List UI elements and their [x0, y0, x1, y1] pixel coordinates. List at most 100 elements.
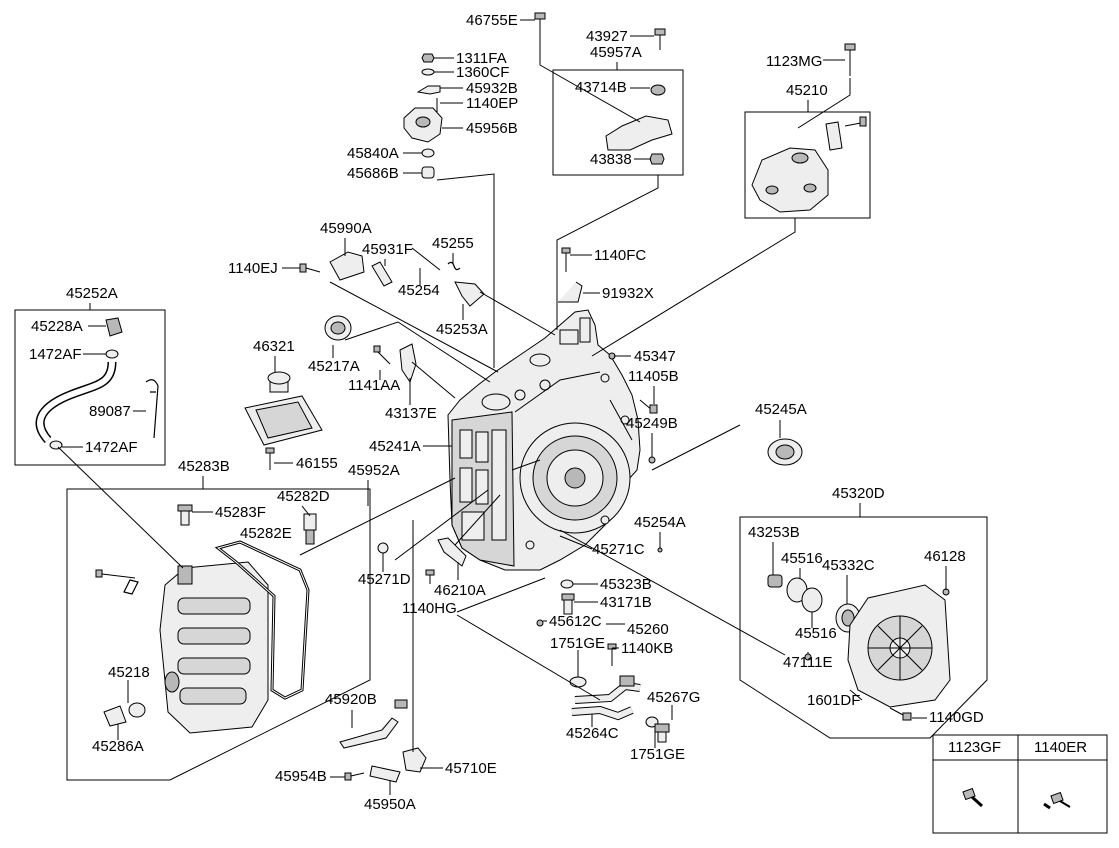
clip — [123, 579, 139, 595]
baffle-plate — [399, 343, 417, 384]
bolt-icon — [95, 569, 136, 579]
group-box-45320D — [739, 516, 988, 739]
bolt-icon — [844, 43, 856, 76]
oil-pan — [159, 561, 269, 734]
shift-bracket — [329, 251, 365, 281]
oil-filter — [244, 371, 323, 446]
wire-bracket — [339, 717, 399, 749]
part-label: 43838 — [590, 151, 632, 168]
part-label: 45516 — [795, 625, 837, 642]
part-label: 45332C — [822, 557, 875, 574]
part-label: 45271C — [592, 541, 645, 558]
bolt-icon — [344, 772, 365, 781]
part-label: 45254A — [634, 514, 686, 531]
o-ring — [421, 148, 435, 158]
part-label: 45516 — [781, 550, 823, 567]
washer — [560, 579, 574, 589]
transmission-case — [447, 309, 641, 571]
o-ring — [128, 702, 146, 718]
part-label: 45283B — [178, 458, 230, 475]
bolt-icon — [607, 643, 617, 666]
part-label: 1140FC — [594, 247, 646, 264]
part-label: 45253A — [436, 321, 488, 338]
part-label: 1601DF — [807, 692, 860, 709]
part-label: 46755E — [466, 12, 518, 29]
part-label: 45286A — [92, 738, 144, 755]
part-label: 45249B — [626, 415, 678, 432]
part-label: 46128 — [924, 548, 966, 565]
table-header: 1140ER — [1034, 739, 1087, 756]
part-label: 45954B — [275, 768, 327, 785]
plug — [303, 513, 317, 545]
bushing — [650, 84, 666, 96]
hose-clamp — [105, 349, 119, 359]
part-label: 45218 — [108, 664, 150, 681]
transmission-mount-bracket — [751, 116, 867, 213]
plug — [654, 723, 670, 743]
breather-hose — [35, 361, 117, 444]
part-label: 43714B — [575, 79, 627, 96]
part-label: 45252A — [66, 285, 118, 302]
part-label: 45840A — [347, 145, 399, 162]
gasket-washer — [569, 676, 587, 688]
part-label: 43171B — [600, 594, 652, 611]
lever-bracket — [416, 85, 441, 95]
part-label: 45710E — [445, 760, 497, 777]
bolt-icon — [1043, 791, 1071, 810]
part-label: 1311FA — [456, 50, 507, 67]
part-label: 45347 — [634, 348, 676, 365]
part-label: 46321 — [253, 338, 295, 355]
table-header: 1123GF — [948, 739, 1001, 756]
bolt-icon — [534, 12, 546, 34]
part-label: 45245A — [755, 401, 807, 418]
part-label: 45990A — [320, 220, 372, 237]
connector — [394, 699, 408, 709]
part-label: 43253B — [748, 524, 800, 541]
part-label: 45210 — [786, 82, 828, 99]
part-label: 45920B — [325, 691, 377, 708]
part-label: 1751GE — [630, 746, 685, 763]
hose-clip — [145, 379, 159, 439]
part-label: 46155 — [296, 455, 338, 472]
part-label: 45320D — [832, 485, 885, 502]
rear-cover — [847, 584, 951, 708]
bolt-icon — [561, 247, 571, 272]
bolt-icon — [962, 787, 984, 808]
part-label: 1141AA — [348, 377, 400, 394]
part-label: 1472AF — [29, 346, 82, 363]
part-label: 1123MG — [766, 53, 822, 70]
group-box-45283B — [66, 488, 371, 781]
oil-cooler-pipe — [571, 675, 641, 721]
part-label: 47111E — [783, 654, 833, 671]
part-label: 1140GD — [929, 709, 984, 726]
sensor-assembly — [403, 53, 443, 179]
breather-connector — [105, 317, 123, 337]
plug — [648, 456, 656, 464]
part-label: 45271D — [358, 571, 411, 588]
part-label: 45228A — [31, 318, 83, 335]
part-label: 45264C — [566, 725, 619, 742]
part-label: 1140EJ — [228, 260, 278, 277]
plug — [536, 619, 544, 627]
bracket — [558, 281, 583, 303]
bracket — [437, 537, 467, 567]
part-label: 45282D — [277, 488, 330, 505]
part-label: 45932B — [466, 80, 518, 97]
part-label: 45931F — [362, 241, 413, 258]
nut — [421, 53, 435, 63]
part-label: 89087 — [89, 403, 131, 420]
part-label: 45267G — [647, 689, 700, 706]
clip — [103, 705, 127, 727]
part-label: 45323B — [600, 576, 652, 593]
pin — [371, 261, 393, 287]
part-label: 45950A — [364, 796, 416, 813]
bolt-icon — [265, 447, 275, 470]
part-label: 1472AF — [85, 439, 138, 456]
part-label: 45282E — [240, 525, 292, 542]
part-label: 45612C — [549, 613, 602, 630]
cap — [421, 166, 435, 179]
washer — [421, 68, 435, 76]
leader-lines — [57, 19, 947, 795]
spring — [447, 261, 461, 271]
